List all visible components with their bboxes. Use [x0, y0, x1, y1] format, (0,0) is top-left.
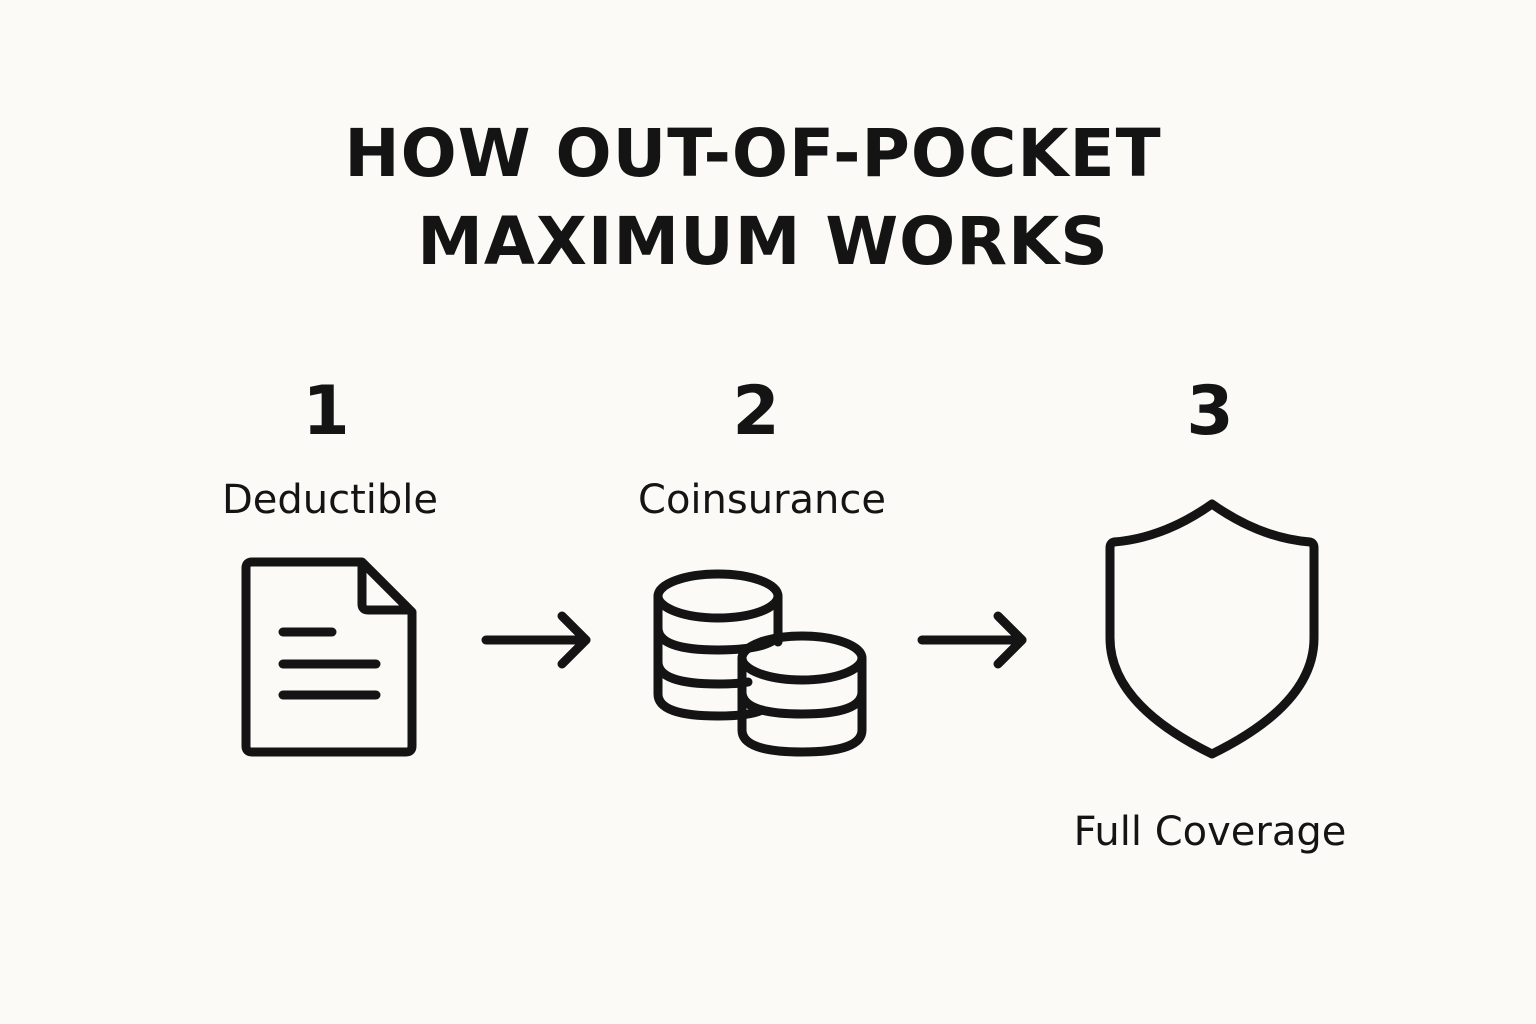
document-icon — [240, 552, 420, 762]
arrow-right-icon — [481, 610, 594, 670]
step-1-label: Deductible — [221, 477, 439, 523]
arrow-right-icon — [917, 610, 1030, 670]
title-line-1: HOW OUT-OF-POCKET — [344, 115, 1162, 192]
shield-icon — [1100, 498, 1324, 762]
step-2-label: Coinsurance — [638, 477, 886, 523]
diagram-title: HOW OUT-OF-POCKET MAXIMUM WORKS — [0, 110, 1536, 286]
coins-icon — [650, 566, 874, 766]
title-line-2: MAXIMUM WORKS — [417, 203, 1109, 280]
step-3-number: 3 — [1186, 372, 1234, 451]
step-3-label: Full Coverage — [1073, 809, 1347, 855]
step-1-number: 1 — [302, 372, 350, 451]
step-2-number: 2 — [732, 372, 780, 451]
